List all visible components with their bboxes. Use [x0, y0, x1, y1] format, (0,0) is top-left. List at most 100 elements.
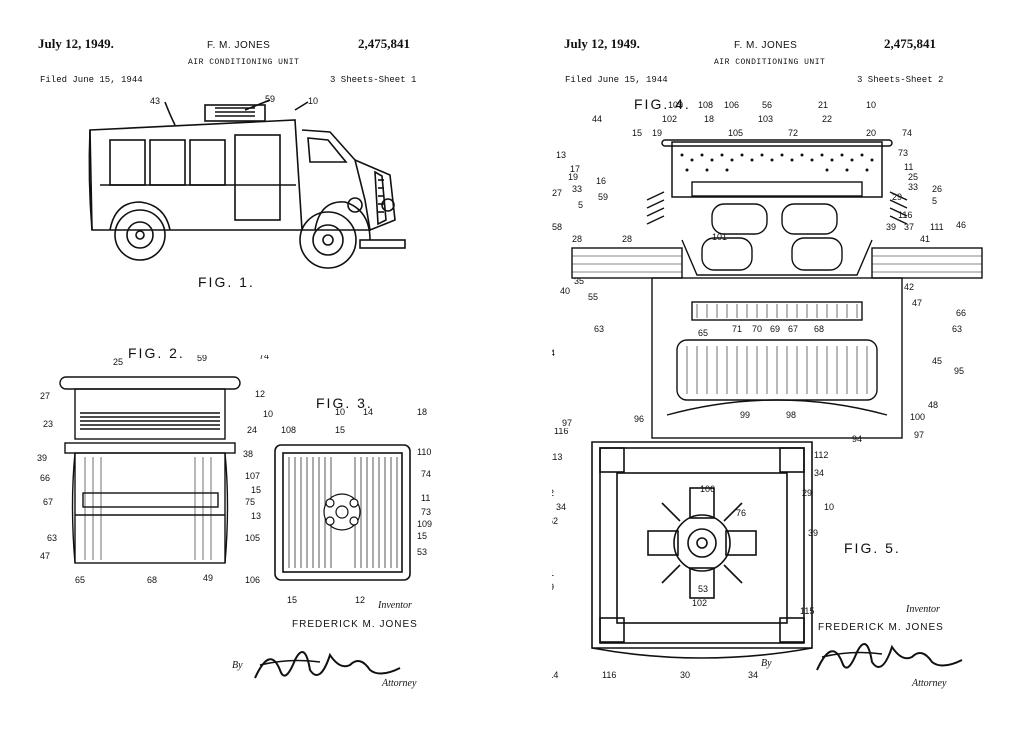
fig4-ref-44: 44 [592, 114, 602, 124]
sheet2-sheets: 3 Sheets-Sheet 2 [857, 75, 943, 85]
sheet2-title: AIR CONDITIONING UNIT [714, 58, 825, 67]
fig4-ref-100: 100 [910, 412, 925, 422]
fig2-ref-27: 27 [40, 391, 50, 401]
fig4-ref-18: 18 [704, 114, 714, 124]
sheet1-date: July 12, 1949. [38, 36, 114, 52]
fig4-ref-29: 29 [892, 192, 902, 202]
fig5-ref-114: 114 [552, 670, 558, 680]
fig3-ref-15c: 15 [417, 531, 427, 541]
fig4-ref-71: 71 [732, 324, 742, 334]
fig4-ref-39: 39 [886, 222, 896, 232]
fig4-ref-33a: 33 [572, 184, 582, 194]
fig4-ref-21: 21 [818, 100, 828, 110]
fig5-ref-53: 53 [698, 584, 708, 594]
fig4-ref-70: 70 [752, 324, 762, 334]
fig1-ref-59: 59 [265, 94, 275, 104]
fig5-ref-116a: 116 [554, 428, 568, 436]
fig2-ref-66: 66 [40, 473, 50, 483]
fig4-ref-103: 103 [758, 114, 773, 124]
sheet2-attorney-signature [812, 632, 972, 682]
fig5-ref-34d: 34 [748, 670, 758, 680]
fig4-ref-37: 37 [904, 222, 914, 232]
fig1-ref-10: 10 [308, 96, 318, 106]
fig4-ref-47a: 47 [912, 298, 922, 308]
fig4-ref-116: 116 [898, 210, 912, 220]
fig4-ref-35: 35 [574, 276, 584, 286]
fig5-ref-113: 113 [552, 452, 562, 462]
fig4-ref-26: 26 [932, 184, 942, 194]
fig2-ref-12: 12 [255, 389, 265, 399]
sheet2-date: July 12, 1949. [564, 36, 640, 52]
fig5-ref-115: 115 [800, 606, 814, 616]
fig4-ref-10: 10 [866, 100, 876, 110]
sheet2-inventor-label: Inventor [906, 604, 940, 615]
fig4-ref-40: 40 [560, 286, 570, 296]
fig5-ref-30: 30 [680, 670, 690, 680]
fig4-ref-19b: 19 [568, 172, 578, 182]
fig2-ref-67: 67 [43, 497, 53, 507]
sheet1-inventor-name: FREDERICK M. JONES [292, 619, 418, 630]
fig5-ref-32: 32 [552, 488, 554, 498]
fig4-ref-5a: 5 [578, 200, 583, 210]
fig3-ref-11: 11 [421, 493, 430, 503]
fig4-ref-97a: 97 [562, 418, 572, 428]
fig4-ref-65: 65 [698, 328, 708, 338]
sheet1-inventor-header: F. M. JONES [207, 40, 270, 51]
fig4-ref-5b: 5 [932, 196, 937, 206]
fig4-ref-101: 101 [712, 232, 727, 242]
fig4-ref-13: 13 [556, 150, 566, 160]
fig2-ref-25: 25 [113, 357, 123, 367]
fig4-ref-95b: 95 [954, 366, 964, 376]
fig3-ref-10: 10 [335, 407, 345, 417]
fig5-ref-34b: 34 [556, 502, 566, 512]
fig5-ref-112: 112 [814, 450, 828, 460]
fig4-ref-19: 19 [652, 128, 662, 138]
fig4-ref-55: 55 [588, 292, 598, 302]
fig3-ref-15a: 15 [335, 425, 345, 435]
fig2-ref-23: 23 [43, 419, 53, 429]
fig4-ref-22: 22 [822, 114, 832, 124]
fig4-ref-109: 109 [668, 100, 683, 110]
sheet2-attorney-label: Attorney [912, 678, 946, 689]
fig4-ref-67: 67 [788, 324, 798, 334]
fig4-ref-16: 16 [596, 176, 606, 186]
fig1-label: FIG. 1. [198, 274, 255, 290]
fig3-ref-74: 74 [421, 469, 431, 479]
fig4-ref-63a: 63 [594, 324, 604, 334]
fig3-ref-109: 109 [417, 519, 432, 529]
fig3-unit-plan: 10 14 18 15 108 110 107 74 15 75 11 13 7… [245, 405, 445, 610]
fig3-ref-110: 110 [417, 447, 431, 457]
fig2-ref-59: 59 [197, 355, 207, 363]
sheet1-sheets: 3 Sheets-Sheet 1 [330, 75, 416, 85]
fig4-ref-42: 42 [904, 282, 914, 292]
sheet2-filed: Filed June 15, 1944 [565, 75, 668, 85]
fig4-ref-99: 99 [740, 410, 750, 420]
patent-sheet-1: July 12, 1949. F. M. JONES 2,475,841 AIR… [0, 0, 512, 746]
sheet2-inventor-header: F. M. JONES [734, 40, 797, 51]
sheet1-inventor-label: Inventor [378, 600, 412, 611]
fig1-truck-drawing: 43 59 10 [70, 90, 420, 280]
fig3-ref-18: 18 [417, 407, 427, 417]
fig4-ref-28b: 28 [572, 234, 582, 244]
fig4-ref-28: 28 [622, 234, 632, 244]
fig4-ref-69: 69 [770, 324, 780, 334]
fig5-ref-62: 62 [552, 516, 558, 526]
fig5-ref-106: 106 [700, 484, 715, 494]
fig4-ref-20: 20 [866, 128, 876, 138]
fig5-ref-102: 102 [692, 598, 707, 608]
fig4-ref-66: 66 [956, 308, 966, 318]
fig4-ref-96: 96 [634, 414, 644, 424]
fig4-ref-72: 72 [788, 128, 798, 138]
fig4-ref-111: 111 [930, 222, 944, 232]
fig4-ref-59: 59 [598, 192, 608, 202]
fig3-ref-12: 12 [355, 595, 365, 605]
fig4-ref-108: 108 [698, 100, 713, 110]
fig2-ref-49: 49 [203, 573, 213, 583]
fig5-ref-116b: 116 [602, 670, 616, 680]
fig5-ref-39a: 39 [552, 582, 554, 592]
fig4-ref-63b: 63 [952, 324, 962, 334]
fig2-unit-elevation: 25 59 74 12 27 10 23 24 39 38 66 67 63 4… [35, 355, 275, 590]
fig4-ref-98: 98 [786, 410, 796, 420]
fig4-ref-15: 15 [632, 128, 642, 138]
fig4-ref-97b: 97 [914, 430, 924, 440]
